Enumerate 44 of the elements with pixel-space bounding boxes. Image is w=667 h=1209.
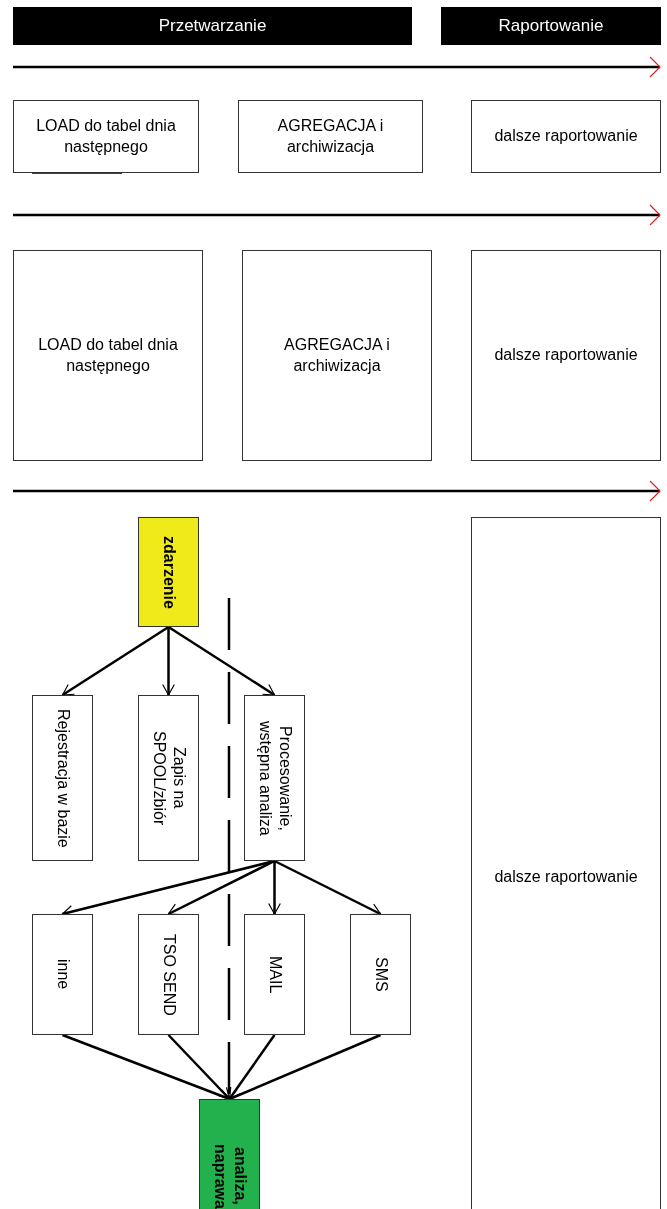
node-label: dalsze raportowanie (494, 866, 638, 887)
node-label: Procesowanie, wstępna analiza (255, 719, 296, 838)
node-label: MAIL (265, 955, 285, 994)
process-box (242, 250, 432, 461)
node-label: Rejestracja w bazie (53, 708, 73, 848)
node-label: Zapis na SPOOL/zbiór (149, 729, 190, 828)
arrow (228, 1034, 276, 1100)
process-box (138, 695, 199, 861)
process-box (471, 100, 661, 173)
node-label: Raportowanie (498, 14, 604, 37)
channel-box (350, 914, 411, 1035)
node-label: AGREGACJA i archiwizacja (283, 334, 391, 376)
arrow (61, 625, 170, 697)
process-box (238, 100, 423, 173)
node-label: inne (53, 959, 73, 990)
arrow (167, 859, 276, 916)
arrow (268, 861, 281, 915)
node-label: zdarzenie (159, 535, 179, 609)
channel-box (32, 914, 93, 1035)
node-label: dalsze raportowanie (494, 126, 638, 147)
event-box (138, 517, 199, 627)
process-box (13, 100, 199, 173)
process-box (471, 517, 661, 1209)
node-label: analiza, naprawa (210, 1142, 251, 1209)
node-label: SMS (371, 957, 391, 992)
arrow (273, 859, 382, 916)
channel-box (244, 914, 305, 1035)
arrow (167, 1034, 231, 1100)
channel-box (138, 914, 199, 1035)
arrow (167, 625, 276, 697)
node-label: TSO SEND (159, 933, 179, 1016)
process-box (471, 250, 661, 461)
header-bar (13, 7, 412, 45)
process-box (13, 250, 203, 461)
process-box (32, 695, 93, 861)
node-label: Przetwarzanie (158, 14, 267, 37)
node-label: LOAD do tabel dnia następnego (37, 334, 179, 376)
result-box (199, 1099, 260, 1209)
arrow (162, 627, 175, 696)
node-label: LOAD do tabel dnia następnego (35, 115, 177, 157)
process-box (244, 695, 305, 861)
header-bar (441, 7, 661, 45)
node-label: AGREGACJA i archiwizacja (276, 115, 385, 157)
node-label: dalsze raportowanie (494, 345, 638, 366)
